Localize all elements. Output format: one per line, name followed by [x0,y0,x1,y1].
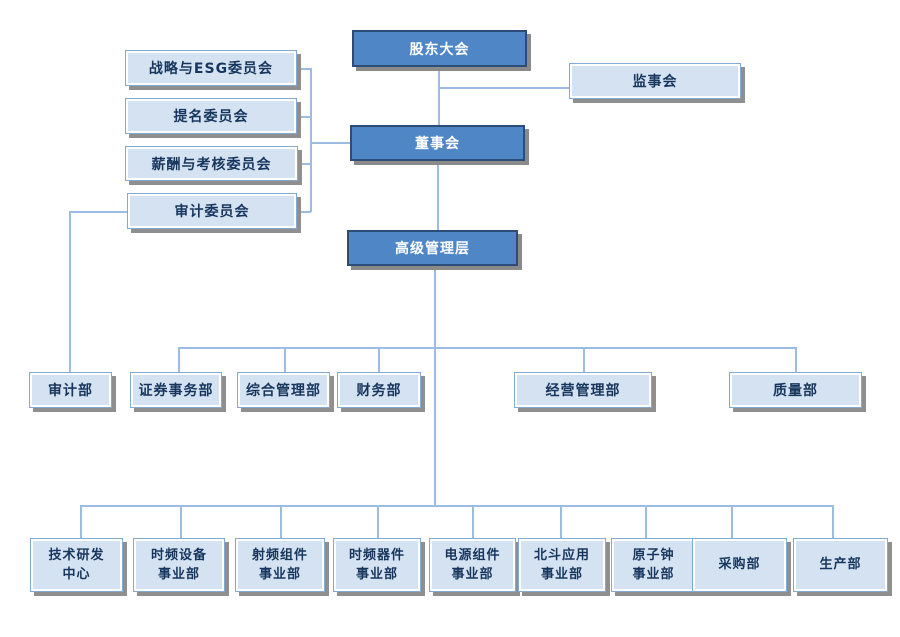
node-operations-management-dept: 经营管理部 [514,372,652,408]
node-label: 质量部 [773,383,818,399]
node-label: 审计部 [48,383,93,399]
node-strategy-esg-committee: 战略与ESG委员会 [125,50,297,86]
node-procurement-dept: 采购部 [692,538,787,592]
connector-bus-board [310,142,351,144]
connector-drop [832,505,834,538]
node-label: 经营管理部 [545,383,621,399]
node-audit-committee: 审计委员会 [127,193,297,229]
connector-drop [280,505,282,538]
connector-drop [583,347,585,372]
node-label: 时频设备 事业部 [150,547,207,583]
node-label: 提名委员会 [173,109,249,125]
connector-drop [795,347,797,372]
connector-drop [180,505,182,538]
node-label: 薪酬与考核委员会 [151,156,272,173]
connector-board-senior [437,161,439,230]
node-label: 采购部 [718,557,761,573]
node-senior-management: 高级管理层 [347,230,518,266]
connector-bottom-bus [80,505,833,507]
node-label: 综合管理部 [246,383,321,399]
node-label: 股东大会 [409,41,470,58]
connector-drop [731,505,733,538]
node-rf-components-division: 射频组件 事业部 [235,538,325,592]
connector-auditcommittee-auditdept-v [69,211,71,372]
node-nomination-committee: 提名委员会 [125,98,297,134]
node-general-management-dept: 综合管理部 [237,372,330,408]
node-tech-rd-center: 技术研发 中心 [30,538,123,592]
connector-committee-stub [297,68,311,70]
node-label: 证券事务部 [138,383,214,399]
node-label: 射频组件 事业部 [251,547,308,583]
node-label: 原子钟 事业部 [632,547,675,583]
node-label: 审计委员会 [174,204,250,220]
node-time-frequency-equipment-division: 时频设备 事业部 [133,538,225,592]
node-time-frequency-devices-division: 时频器件 事业部 [333,538,421,592]
node-board-of-directors: 董事会 [350,125,525,161]
connector-drop [472,505,474,538]
node-atomic-clock-division: 原子钟 事业部 [611,538,696,592]
connector-auditcommittee-auditdept-h [69,211,127,213]
node-finance-dept: 财务部 [337,372,421,408]
node-production-dept: 生产部 [793,538,888,592]
node-shareholders-meeting: 股东大会 [352,30,527,67]
connector-drop [377,505,379,538]
node-remuneration-assessment-committee: 薪酬与考核委员会 [125,146,298,181]
node-label: 北斗应用 事业部 [533,547,590,583]
connector-drop [560,505,562,538]
connector-shareholders-board [438,67,440,125]
connector-drop [378,347,380,372]
node-beidou-application-division: 北斗应用 事业部 [518,538,606,592]
connector-to-supervisory [438,87,569,89]
node-label: 监事会 [632,74,678,90]
node-label: 电源组件 事业部 [444,547,501,583]
connector-drop [178,347,180,372]
node-audit-dept: 审计部 [29,372,112,408]
node-supervisory-board: 监事会 [569,63,741,99]
node-power-components-division: 电源组件 事业部 [429,538,516,592]
node-quality-dept: 质量部 [729,372,862,408]
node-securities-affairs-dept: 证券事务部 [130,372,222,408]
connector-drop [645,505,647,538]
node-label: 战略与ESG委员会 [148,61,274,77]
node-label: 财务部 [356,383,402,399]
node-label: 高级管理层 [395,241,470,257]
connector-drop [284,347,286,372]
connector-committee-stub [297,211,311,213]
node-label: 时频器件 事业部 [348,547,405,583]
connector-senior-trunk [434,266,436,506]
connector-committee-stub [297,116,311,118]
connector-middle-bus [178,347,796,349]
node-label: 技术研发 中心 [48,547,105,583]
connector-committee-bus [310,68,312,212]
connector-committee-stub [298,163,311,165]
connector-drop [80,505,82,538]
node-label: 董事会 [415,136,460,152]
node-label: 生产部 [819,557,862,573]
